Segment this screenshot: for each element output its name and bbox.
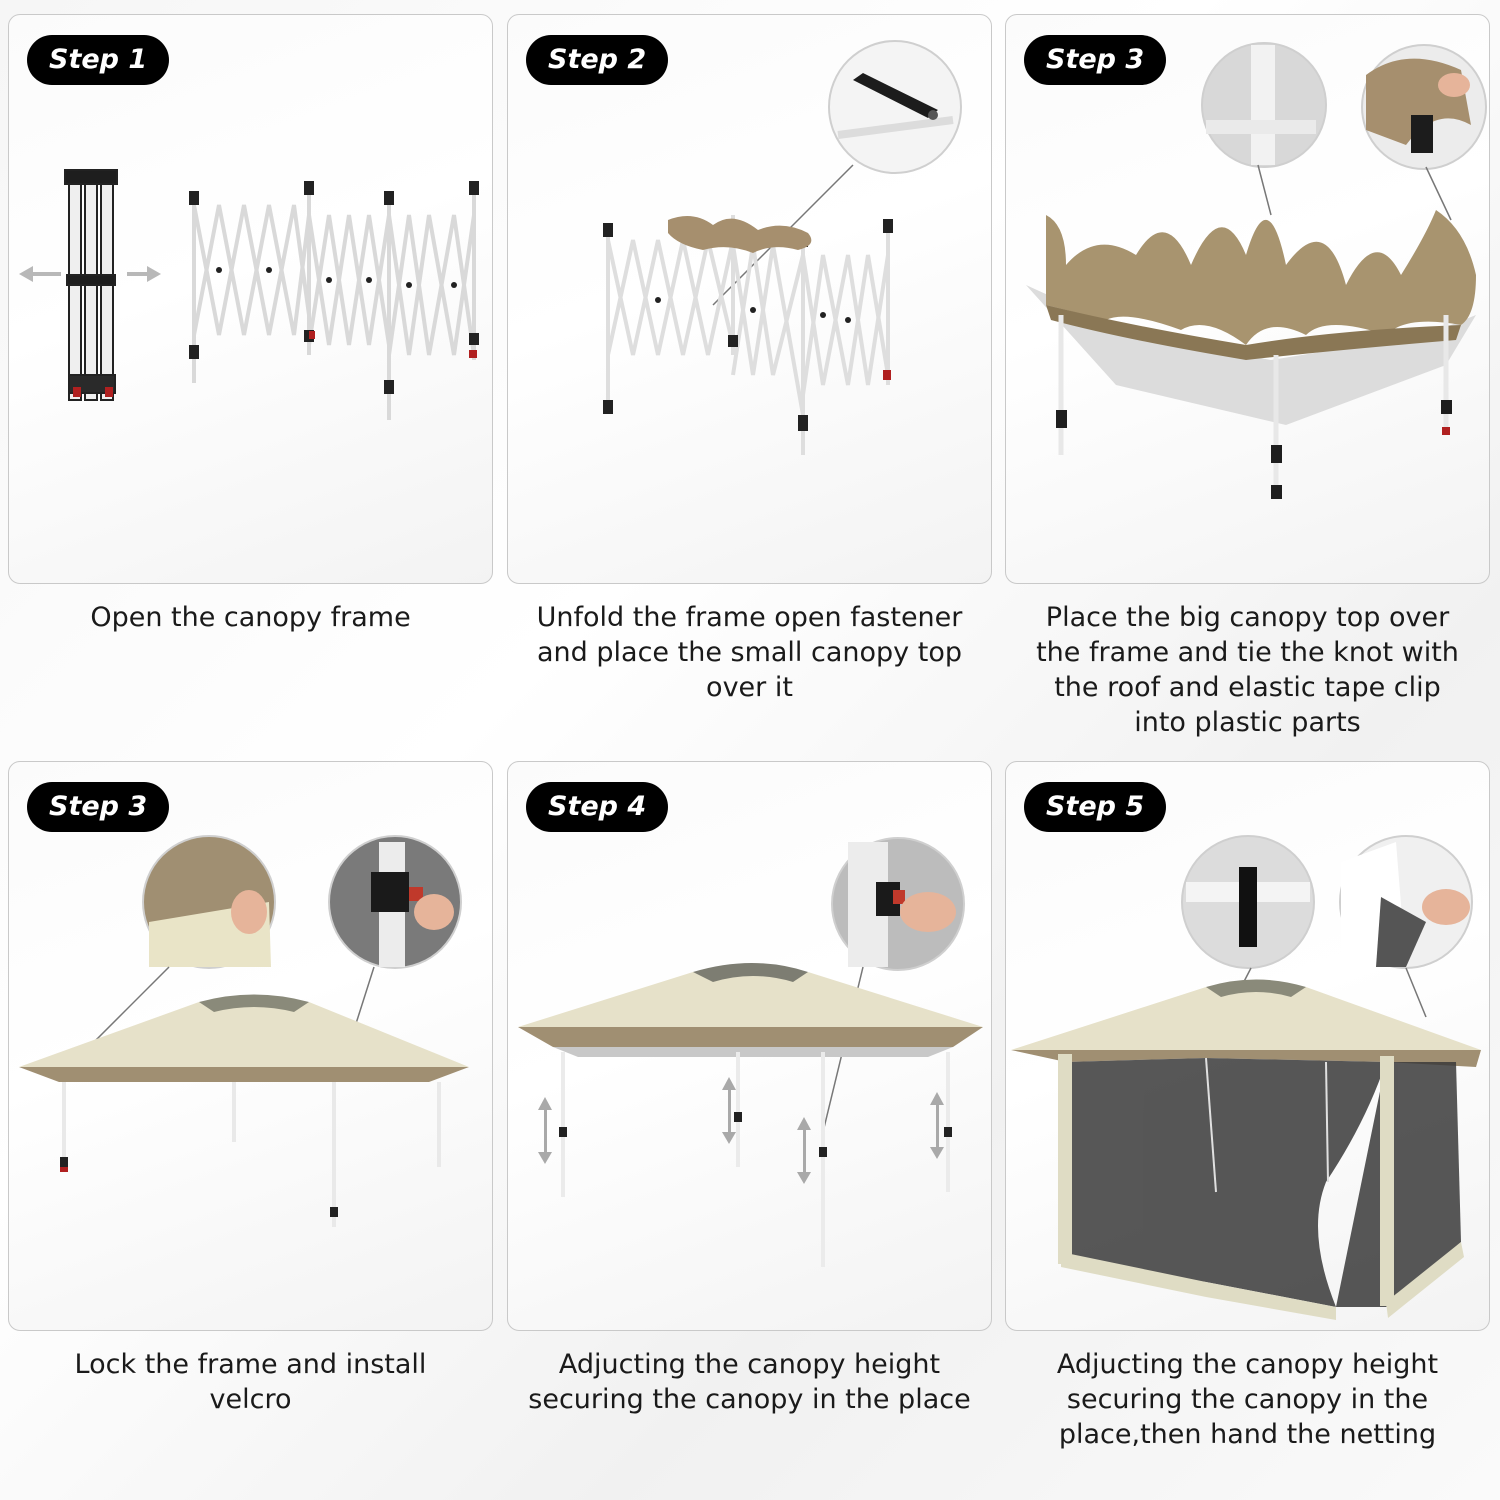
- step-panel-5: Step 4: [507, 761, 992, 1331]
- step-panel-1: Step 1: [8, 14, 493, 584]
- velcro-detail-circle-1: [142, 835, 276, 969]
- step-badge: Step 2: [526, 35, 669, 85]
- step-panel-6: Step 5: [1005, 761, 1490, 1331]
- caption-line: Adjucting the canopy height: [558, 1349, 941, 1380]
- step-caption-2: Unfold the frame open fastener and place…: [507, 600, 992, 705]
- height-adjust-arrow-icon: [538, 1077, 944, 1184]
- step-caption-3: Place the big canopy top over the frame …: [1005, 600, 1490, 740]
- big-canopy-top: [1046, 210, 1476, 345]
- strap-detail-circle-1: [1181, 835, 1315, 969]
- caption-line: Lock the frame and install: [74, 1349, 427, 1380]
- caption-line: Place the big canopy top over: [1045, 602, 1450, 633]
- canopy-top: [518, 972, 983, 1027]
- locked-frame-with-velcro-illustration: [19, 835, 469, 1227]
- expanding-frame: [192, 185, 476, 420]
- caption-line: into plastic parts: [1134, 707, 1361, 738]
- step-badge: Step 3: [27, 782, 170, 832]
- canopy-top: [19, 1002, 469, 1067]
- step-caption-6: Adjucting the canopy height securing the…: [1005, 1347, 1490, 1452]
- caption-line: over it: [706, 672, 793, 703]
- caption-line: velcro: [209, 1384, 292, 1415]
- caption-line: Adjucting the canopy height: [1056, 1349, 1439, 1380]
- small-canopy-top: [668, 216, 812, 253]
- step-caption-1: Open the canopy frame: [8, 600, 493, 635]
- caption-line: Unfold the frame open fastener: [536, 602, 963, 633]
- adjusting-canopy-height-illustration: [518, 837, 983, 1267]
- step-panel-4: Step 3: [8, 761, 493, 1331]
- fastener-detail-circle: [828, 40, 962, 174]
- frame-with-small-top-illustration: [603, 40, 962, 455]
- step-badge: Step 3: [1024, 35, 1167, 85]
- lock-detail-circle-2: [328, 835, 462, 969]
- caption-line: securing the canopy in the place: [528, 1384, 971, 1415]
- step-caption-4: Lock the frame and install velcro: [8, 1347, 493, 1417]
- canopy-top: [1011, 987, 1481, 1050]
- tie-back-detail-circle-2: [1339, 835, 1473, 969]
- expand-arrow-right-icon: [127, 266, 161, 282]
- height-lock-detail-circle: [831, 837, 965, 971]
- folded-and-expanding-frame-illustration: [19, 169, 479, 420]
- mosquito-netting: [1066, 1058, 1461, 1307]
- clip-detail-circle-2: [1361, 44, 1487, 170]
- step-panel-3: Step 3: [1005, 14, 1490, 584]
- caption-line: place,then hand the netting: [1058, 1419, 1437, 1450]
- folded-frame: [64, 169, 118, 401]
- canopy-with-netting-illustration: [1011, 835, 1481, 1320]
- caption-line: the roof and elastic tape clip: [1054, 672, 1441, 703]
- caption-line: the frame and tie the knot with: [1036, 637, 1459, 668]
- step-panel-2: Step 2: [507, 14, 992, 584]
- caption-line: Open the canopy frame: [90, 602, 411, 633]
- step-badge: Step 5: [1024, 782, 1167, 832]
- expand-arrow-left-icon: [19, 266, 61, 282]
- knot-detail-circle-1: [1201, 42, 1327, 168]
- big-canopy-top-over-frame-illustration: [1026, 42, 1487, 499]
- step-badge: Step 1: [27, 35, 170, 85]
- step-badge: Step 4: [526, 782, 669, 832]
- caption-line: securing the canopy in the: [1066, 1384, 1429, 1415]
- caption-line: and place the small canopy top: [537, 637, 962, 668]
- step-caption-5: Adjucting the canopy height securing the…: [507, 1347, 992, 1417]
